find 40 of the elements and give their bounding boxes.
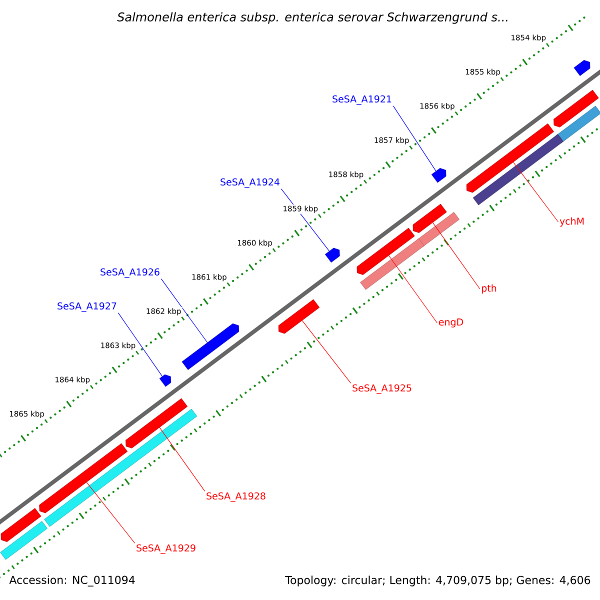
gene-block [126, 398, 188, 448]
gene-label: SeSA_A1921 [332, 95, 392, 105]
gene-block [466, 123, 554, 193]
accession-label: Accession: NC_011094 [9, 576, 135, 586]
gene-label: ychM [560, 217, 584, 227]
leader-line [388, 255, 438, 324]
gene-label: pth [482, 284, 496, 294]
gene-label: SeSA_A1928 [206, 492, 266, 502]
leader-line [86, 482, 136, 544]
gene-label: SeSA_A1924 [220, 178, 280, 188]
gene-bar [0, 521, 48, 560]
gene-bar [360, 238, 424, 290]
gene-block [159, 374, 171, 387]
leader-line [302, 320, 352, 384]
gene-label: SeSA_A1927 [58, 302, 116, 312]
gene-bar [416, 212, 460, 248]
leader-line [513, 162, 559, 222]
genome-info: Topology: circular; Length: 4,709,075 bp; Genes: 4,606 [285, 576, 590, 586]
gene-block [554, 90, 599, 128]
gene-label: SeSA_A1925 [352, 384, 412, 394]
gene-block [574, 60, 590, 76]
gene-bar [472, 134, 564, 206]
leader-line [432, 222, 480, 290]
gene-label: SeSA_A1929 [136, 544, 196, 554]
leader-line [118, 312, 163, 377]
gene-block [39, 443, 128, 514]
gene-block [431, 168, 446, 183]
gene-bar [44, 408, 198, 527]
gene-block [278, 299, 320, 334]
leader-line [392, 106, 436, 172]
gene-block [412, 204, 447, 233]
gene-block [0, 508, 42, 542]
gene-block [182, 323, 239, 370]
leader-line [160, 278, 208, 343]
leader-line [159, 427, 206, 492]
gene-block [325, 248, 340, 263]
gene-label: SeSA_A1926 [100, 268, 160, 278]
gene-label: engD [438, 318, 464, 328]
gene-block [356, 228, 415, 275]
title: Salmonella enterica subsp. enterica serovar Schwarzengrund s... [117, 12, 508, 24]
